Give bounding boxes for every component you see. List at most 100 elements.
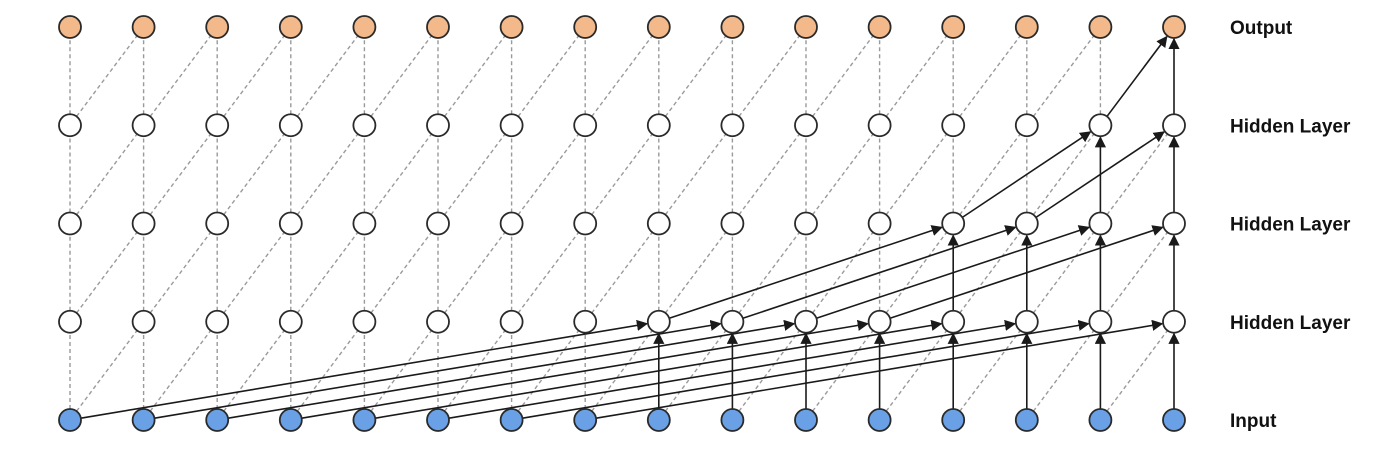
edge-diagonal [959,133,1021,216]
output-node [426,15,450,39]
output-node [794,15,818,39]
hidden-node [1162,113,1186,138]
output-node [941,15,966,39]
hidden-node [1162,309,1186,334]
active-edge-diagonal [1035,131,1165,219]
layer-label-input: Input [1230,411,1277,432]
hidden-node [426,309,450,334]
hidden-node [1014,309,1039,334]
edge-diagonal [296,330,359,412]
hidden-node [499,113,524,138]
edge-diagonal [370,133,432,216]
edge-diagonal [444,330,506,412]
hidden-node [131,113,156,138]
active-edge-diagonal [301,319,869,419]
hidden-node [573,309,598,334]
hidden-node [867,211,892,236]
output-node [573,15,598,39]
active-edge-diagonal [522,319,1090,419]
hidden-node [499,309,524,334]
hidden-node [941,309,966,334]
hidden-node [720,309,745,334]
edge-diagonal [149,330,212,412]
output-node [720,15,745,39]
neuron-nodes [58,15,1186,432]
edge-diagonal [296,133,359,216]
edge-diagonal [885,35,948,117]
input-node [352,408,377,432]
layer-labels: Output Hidden Layer Hidden Layer Hidden … [1230,18,1351,432]
hidden-node [1088,211,1113,236]
hidden-node [867,113,892,138]
highlighted-connections [80,35,1180,419]
edge-diagonal [76,133,138,216]
edge-diagonal [76,330,138,412]
edge-diagonal [738,35,800,117]
edge-diagonal [959,330,1021,412]
active-edge-diagonal [595,319,1164,419]
output-node [205,15,230,39]
output-node [867,15,892,39]
edge-diagonal [1106,231,1168,314]
edge-diagonal [1032,231,1095,314]
hidden-node [352,113,377,138]
output-node [1014,15,1039,39]
edge-diagonal [223,330,285,412]
edge-diagonal [1106,133,1168,216]
edge-diagonal [812,133,874,216]
active-edge-diagonal [1106,35,1168,117]
input-node [499,408,524,432]
edge-diagonal [885,231,948,314]
hidden-node [278,309,303,334]
edge-diagonal [76,231,138,314]
hidden-node [794,309,818,334]
edge-diagonal [1032,35,1095,117]
layer-label-hidden-1: Hidden Layer [1230,313,1351,334]
edge-diagonal [738,133,800,216]
hidden-node [426,113,450,138]
edge-diagonal [885,133,948,216]
input-node [941,408,966,432]
output-node [278,15,303,39]
output-node [499,15,524,39]
edge-diagonal [149,231,212,314]
hidden-node [573,113,598,138]
edge-diagonal [664,330,727,412]
input-node [794,408,818,432]
edge-diagonal [738,330,800,412]
hidden-node [205,309,230,334]
edge-diagonal [370,330,432,412]
edge-diagonal [1032,133,1095,216]
layer-label-hidden-2: Hidden Layer [1230,215,1351,236]
edge-diagonal [444,231,506,314]
edge-diagonal [76,35,138,117]
edge-diagonal [591,231,653,314]
hidden-node [646,211,671,236]
active-edge-diagonal [227,319,796,419]
hidden-node [1014,211,1039,236]
edge-diagonal [296,35,359,117]
hidden-node [941,113,966,138]
input-node [205,408,230,432]
input-node [1162,408,1186,432]
active-edge-diagonal [742,225,1017,320]
edge-diagonal [223,231,285,314]
layer-label-hidden-3: Hidden Layer [1230,116,1351,137]
edge-diagonal [738,231,800,314]
hidden-node [131,211,156,236]
edge-diagonal [591,133,653,216]
edge-diagonal [664,133,727,216]
hidden-node [352,211,377,236]
output-node [646,15,671,39]
edge-diagonal [885,330,948,412]
input-node [278,408,303,432]
edge-diagonal [591,35,653,117]
active-edge-diagonal [154,319,722,419]
hidden-node [352,309,377,334]
edge-diagonal [517,330,580,412]
hidden-node [1088,113,1113,138]
input-node [1088,408,1113,432]
active-edge-diagonal [80,319,649,419]
edge-diagonal [149,133,212,216]
